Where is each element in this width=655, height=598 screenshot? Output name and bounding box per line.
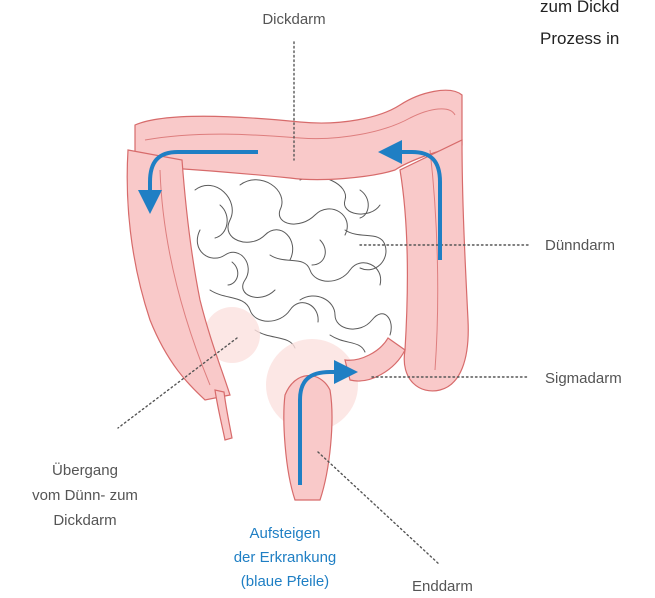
label-uebergang: Übergang vom Dünn- zum Dickdarm (10, 461, 160, 531)
label-uebergang-line2: vom Dünn- zum (10, 486, 160, 506)
label-uebergang-line3: Dickdarm (10, 511, 160, 531)
label-aufsteigen: Aufsteigen der Erkrankung (blaue Pfeile) (210, 524, 360, 592)
label-sigmadarm: Sigmadarm (545, 369, 622, 389)
label-duenndarm: Dünndarm (545, 236, 615, 256)
label-uebergang-line1: Übergang (10, 461, 160, 481)
label-aufsteigen-line3: (blaue Pfeile) (210, 572, 360, 592)
label-enddarm: Enddarm (412, 577, 473, 597)
label-aufsteigen-line2: der Erkrankung (210, 548, 360, 568)
label-dickdarm: Dickdarm (254, 10, 334, 30)
label-aufsteigen-line1: Aufsteigen (210, 524, 360, 544)
